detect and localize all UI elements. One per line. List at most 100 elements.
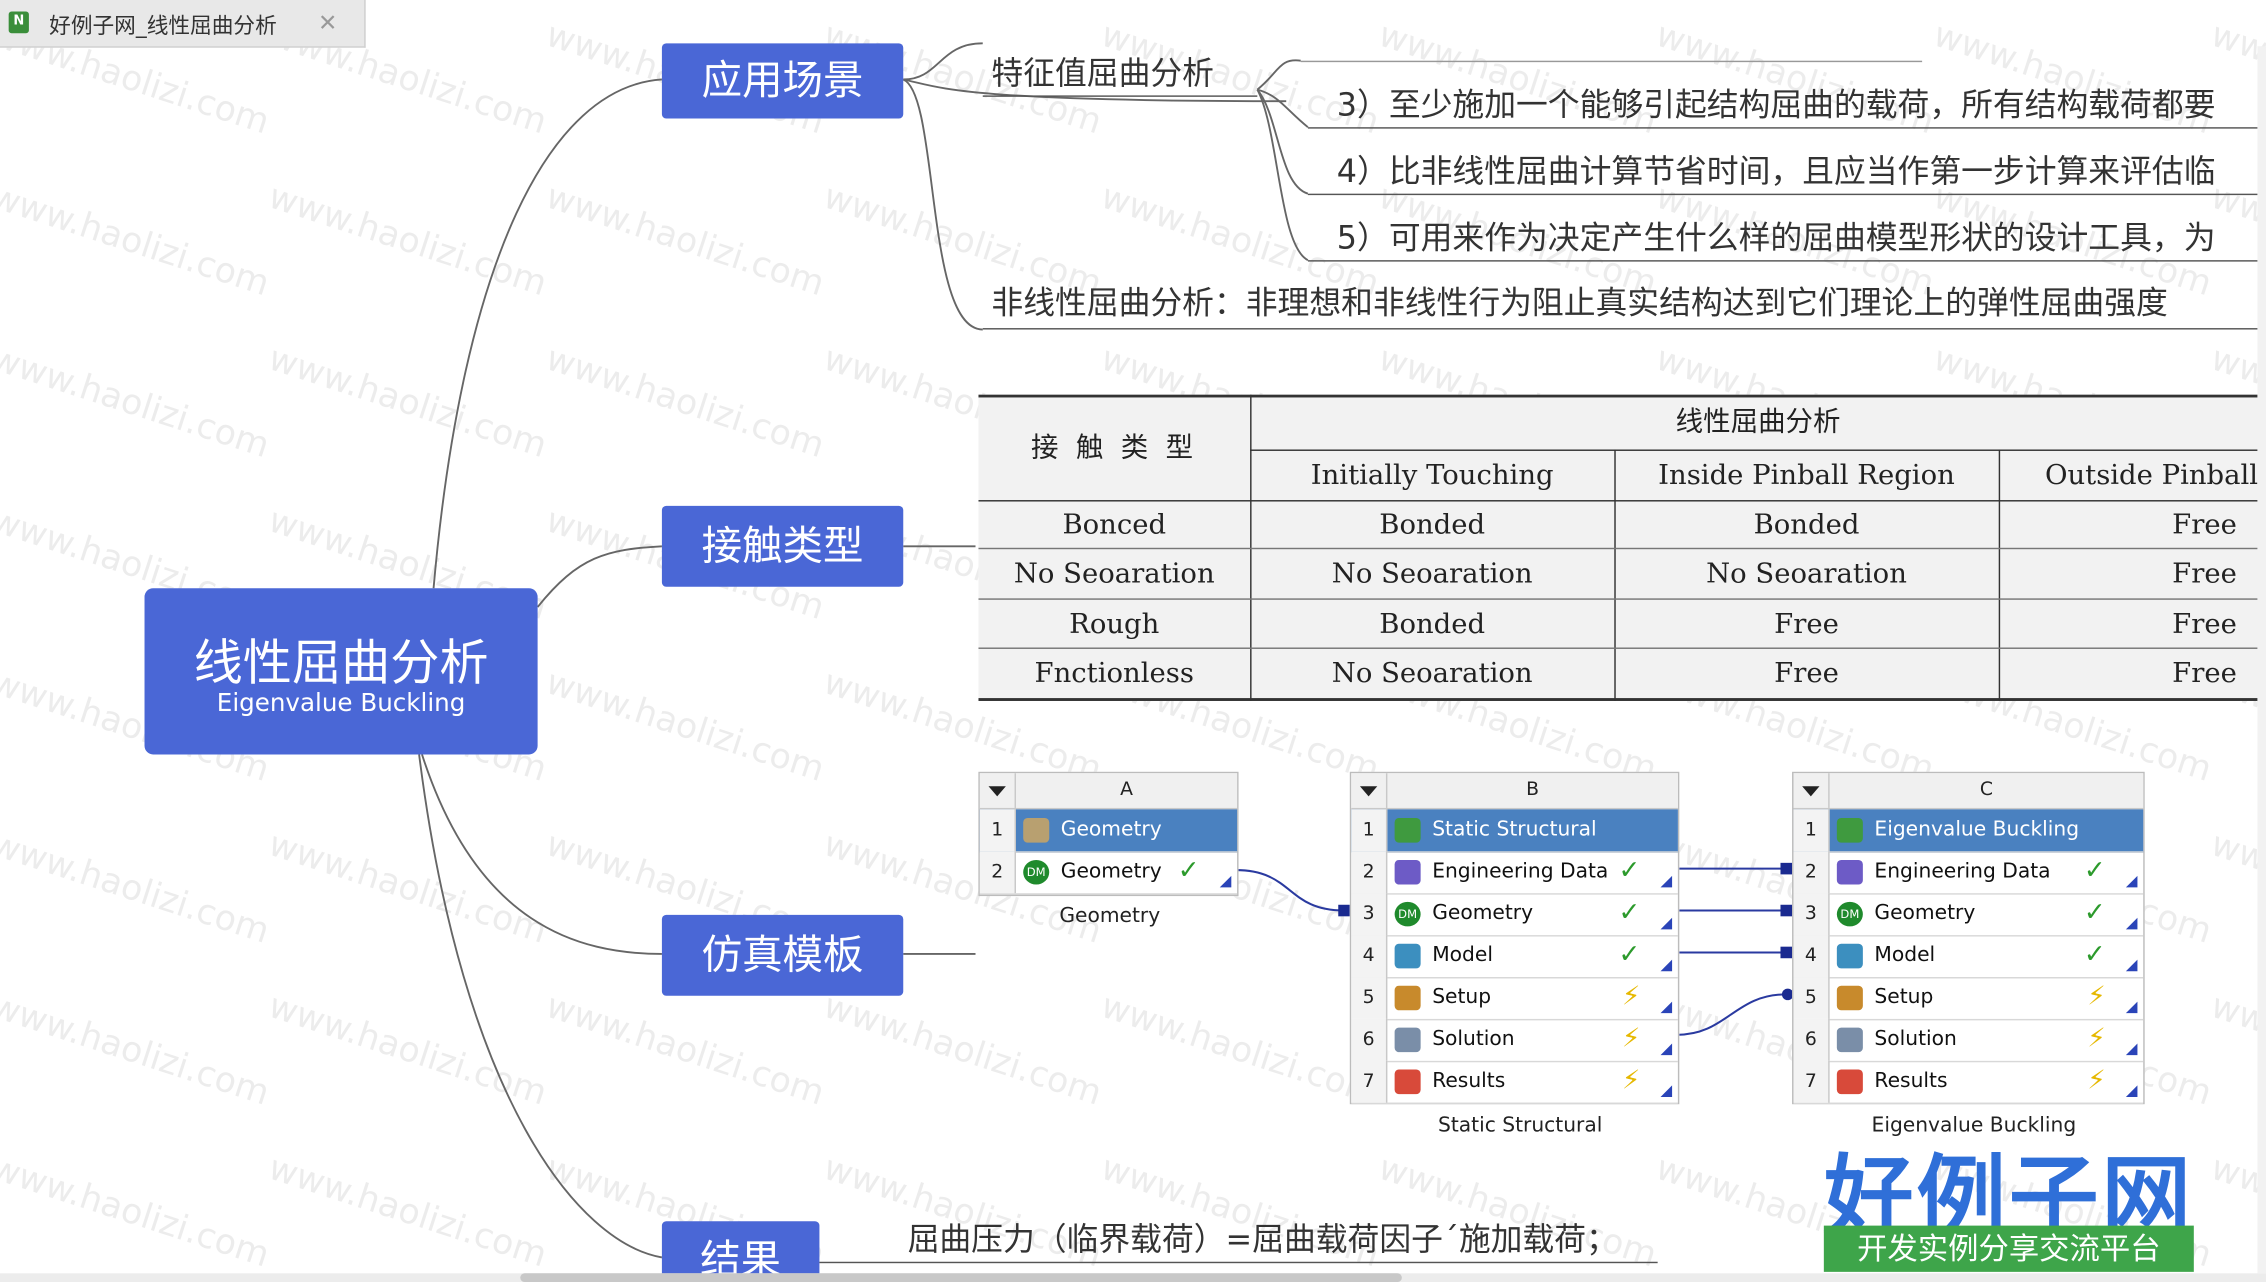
node-simulation-template[interactable]: 仿真模板 <box>661 914 904 996</box>
cell-label: Static Structural <box>1432 818 1597 842</box>
vertical-scrollbar[interactable] <box>2257 46 2266 1274</box>
up-to-date-check-icon: ✓ <box>1177 855 1200 886</box>
document-tab[interactable]: N 好例子网_线性屈曲分析 ✕ <box>0 0 366 48</box>
cell-index: 2 <box>1351 851 1388 894</box>
model-icon <box>1394 943 1421 969</box>
cell-corner-marker-icon <box>2125 959 2138 972</box>
update-required-icon: ⚡ <box>2087 1023 2106 1054</box>
cell-label: Setup <box>1874 985 1934 1009</box>
table-group-header: 线性屈曲分析 <box>1675 406 1841 438</box>
cell-index: 2 <box>979 851 1016 894</box>
cell-corner-marker-icon <box>2125 1001 2138 1014</box>
up-to-date-check-icon: ✓ <box>2083 855 2106 886</box>
horizontal-scrollbar-thumb[interactable] <box>520 1273 1402 1282</box>
cell-corner-marker-icon <box>1219 875 1232 888</box>
cell-index: 1 <box>1351 809 1388 852</box>
update-required-icon: ⚡ <box>2087 1065 2106 1096</box>
root-title: 线性屈曲分析 <box>193 634 489 693</box>
underline <box>982 328 2266 330</box>
model-icon <box>1836 943 1863 969</box>
node-scenario[interactable]: 应用场景 <box>661 43 904 119</box>
result-formula[interactable]: 屈曲压力（临界载荷）=屈曲载荷因子´施加载荷； <box>907 1222 1618 1259</box>
cell-label: Solution <box>1432 1027 1515 1051</box>
system-cell-static-structural[interactable]: 1 Static Structural <box>1351 809 1678 853</box>
static-structural-icon <box>1394 818 1421 843</box>
table-cell: No Seoaration <box>1706 557 1907 590</box>
table-cell: Bonded <box>1753 508 1860 541</box>
system-caption[interactable]: Geometry <box>1059 904 1161 928</box>
nonlinear-buckling-text[interactable]: 非线性屈曲分析：非理想和非线性行为阻止真实结构达到它们理论上的弹性屈曲强度 <box>991 286 2168 323</box>
cell-index: 5 <box>1351 977 1388 1019</box>
system-column-letter: B <box>1385 773 1678 808</box>
update-required-icon: ⚡ <box>1622 1023 1641 1054</box>
table-cell: Fnctionless <box>1034 657 1194 690</box>
solution-icon <box>1394 1027 1421 1053</box>
system-caption[interactable]: Eigenvalue Buckling <box>1871 1114 2077 1138</box>
contact-type-table: 接 触 类 型 线性屈曲分析 Initially Touching Inside… <box>978 394 2266 701</box>
cell-label: Setup <box>1432 985 1492 1009</box>
underline <box>1307 193 2266 196</box>
engineering-data-icon <box>1836 859 1863 885</box>
table-cell: Bonced <box>1062 508 1167 541</box>
update-required-icon: ⚡ <box>1622 1065 1641 1096</box>
eigen-buckling-label[interactable]: 特征值屈曲分析 <box>991 56 1214 93</box>
dropdown-arrow-icon[interactable] <box>1359 786 1378 797</box>
eigenvalue-buckling-icon <box>1836 818 1863 843</box>
table-cell: Bonded <box>1379 608 1486 641</box>
cell-label: Geometry <box>1060 859 1162 884</box>
cell-index: 4 <box>1351 935 1388 978</box>
root-subtitle: Eigenvalue Buckling <box>216 689 466 719</box>
cell-index: 1 <box>979 809 1016 852</box>
table-column-header: Outside Pinball R <box>2044 459 2266 492</box>
system-caption[interactable]: Static Structural <box>1437 1114 1603 1138</box>
cell-label: Geometry <box>1060 818 1162 842</box>
table-corner-header: 接 触 类 型 <box>1031 432 1198 464</box>
table-cell: Free <box>2172 508 2237 541</box>
dropdown-arrow-icon[interactable] <box>1802 786 1820 797</box>
cell-index: 7 <box>1793 1060 1830 1103</box>
designmodeler-icon: DM <box>1394 901 1421 927</box>
cell-index: 3 <box>1351 893 1388 936</box>
cell-index: 5 <box>1793 977 1830 1019</box>
cell-label: Geometry <box>1432 901 1534 925</box>
close-icon[interactable]: ✕ <box>317 8 338 37</box>
table-cell: Free <box>2172 657 2237 690</box>
system-cell-eigenvalue-buckling[interactable]: 1 Eigenvalue Buckling <box>1793 809 2144 853</box>
dropdown-arrow-icon[interactable] <box>988 786 1006 797</box>
table-cell: Bonded <box>1379 508 1486 541</box>
node-contact-type[interactable]: 接触类型 <box>661 505 904 587</box>
solution-icon <box>1836 1027 1863 1053</box>
cell-label: Engineering Data <box>1432 859 1609 884</box>
cell-label: Eigenvalue Buckling <box>1874 818 2080 842</box>
cell-index: 1 <box>1793 809 1830 852</box>
table-column-header: Inside Pinball Region <box>1658 459 1955 492</box>
setup-icon <box>1394 985 1421 1011</box>
mindmap-app-icon: N <box>8 11 29 34</box>
underline <box>819 1261 1658 1264</box>
system-column-letter: C <box>1828 773 2143 808</box>
scenario-item-3[interactable]: 3）至少施加一个能够引起结构屈曲的载荷，所有结构载荷都要 <box>1336 88 2216 125</box>
scenario-item-5[interactable]: 5）可用来作为决定产生什么样的屈曲模型形状的设计工具，为 <box>1336 221 2216 258</box>
root-node[interactable]: 线性屈曲分析 Eigenvalue Buckling <box>144 588 538 755</box>
scenario-item-4[interactable]: 4）比非线性屈曲计算节省时间，且应当作第一步计算来评估临 <box>1336 154 2216 191</box>
engineering-data-icon <box>1394 859 1421 885</box>
system-cell-geometry[interactable]: 1 Geometry <box>979 809 1238 853</box>
tab-title[interactable]: 好例子网_线性屈曲分析 <box>49 13 277 40</box>
